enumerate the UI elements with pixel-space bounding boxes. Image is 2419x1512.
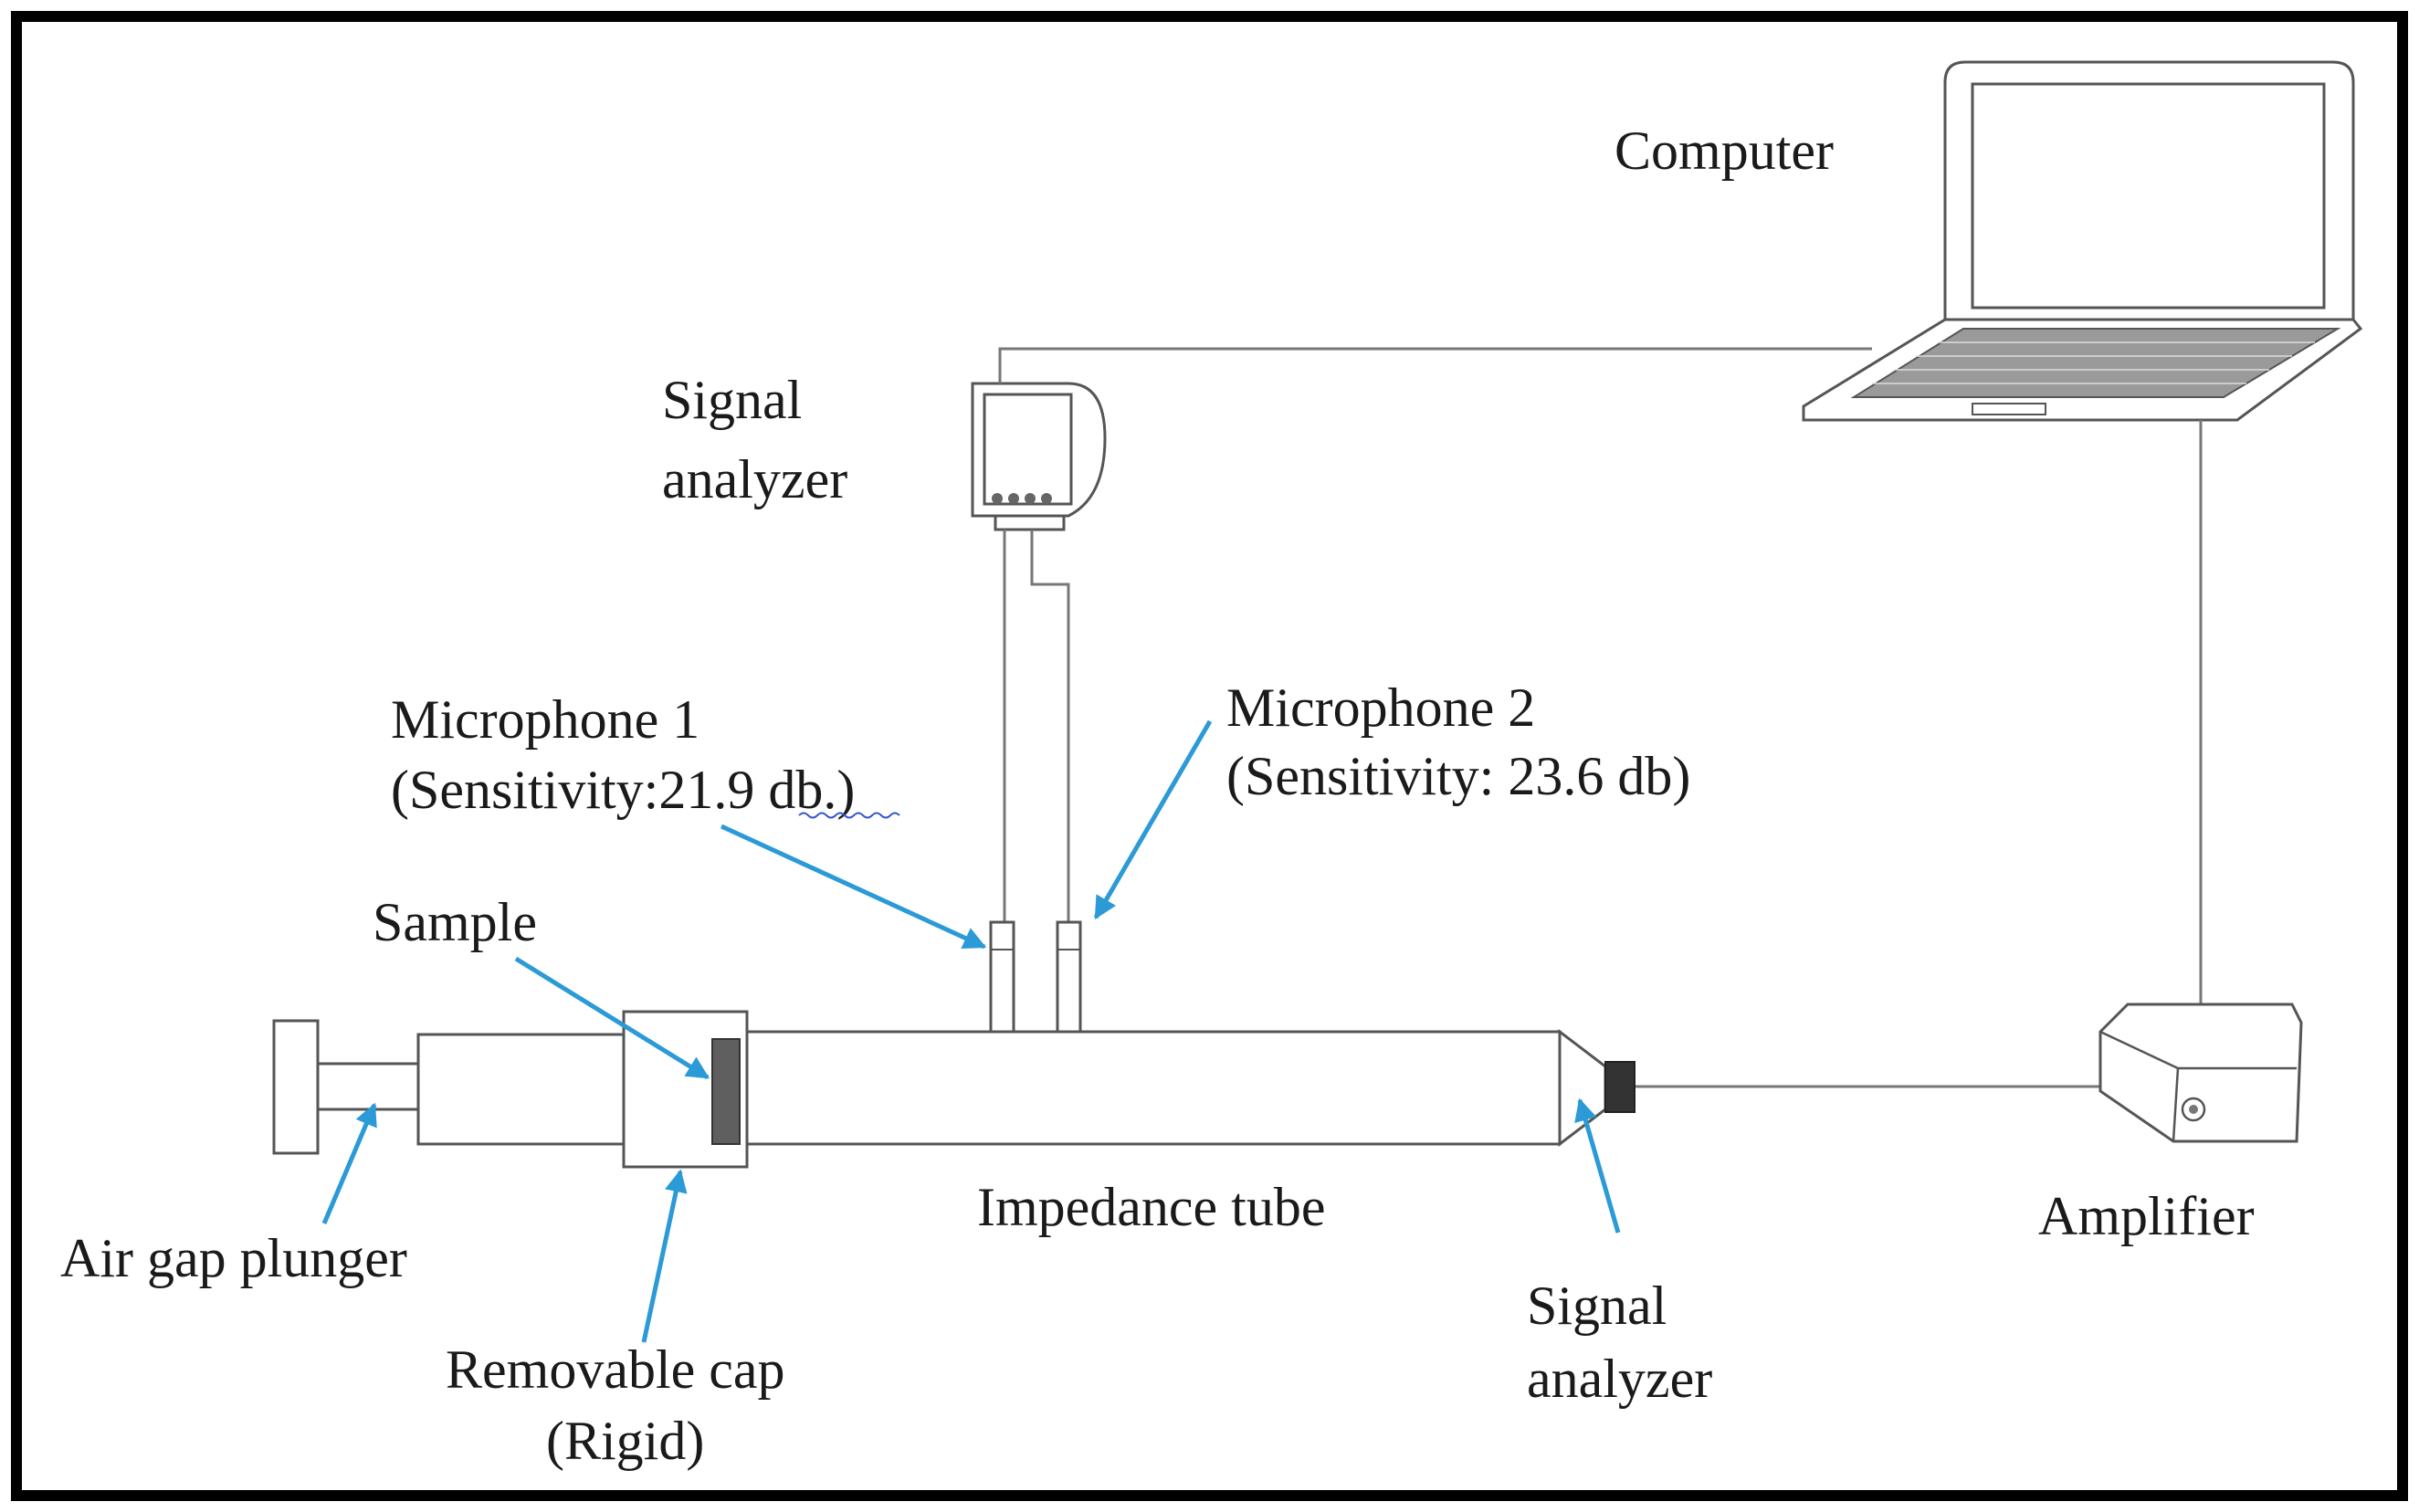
pointer-arrows	[321, 719, 1621, 1343]
removable-cap-label-line1: Removable cap	[446, 1339, 785, 1400]
signal-analyzer-bottom-label-line2: analyzer	[1527, 1349, 1712, 1409]
microphone-2-sensitivity: (Sensitivity: 23.6 db)	[1226, 746, 1690, 806]
connection-wires	[998, 347, 2203, 1088]
signal-analyzer-top-device	[971, 382, 1107, 531]
air-gap-plunger-label: Air gap plunger	[60, 1228, 407, 1288]
signal-analyzer-bottom-label-line1: Signal	[1527, 1276, 1667, 1336]
arrow-signal-analyzer-bottom	[1574, 1097, 1621, 1234]
microphone-1-sensitivity: (Sensitivity:21.9 db.)	[391, 760, 855, 820]
signal-analyzer-top-label-line2: analyzer	[662, 449, 847, 509]
arrow-removable-cap	[641, 1169, 688, 1343]
arrow-sample	[514, 956, 710, 1080]
impedance-tube-label: Impedance tube	[977, 1177, 1325, 1237]
spellcheck-squiggle	[798, 812, 900, 819]
arrow-air-gap-plunger	[321, 1102, 377, 1224]
amplifier-device	[2098, 1003, 2303, 1143]
signal-analyzer-top-label-line1: Signal	[662, 370, 802, 430]
microphone-2-label: Microphone 2	[1226, 677, 1535, 738]
amplifier-label: Amplifier	[2038, 1186, 2255, 1246]
computer-label: Computer	[1614, 121, 1834, 181]
microphone-2	[1056, 920, 1082, 1052]
arrow-microphone-2	[1093, 719, 1213, 920]
arrow-microphone-1	[720, 824, 987, 950]
removable-cap-label-line2: (Rigid)	[546, 1411, 704, 1471]
impedance-tube-assembly	[272, 1010, 1635, 1169]
microphone-1-label: Microphone 1	[391, 689, 699, 750]
sample-label: Sample	[373, 892, 537, 952]
computer-laptop	[1802, 60, 2363, 422]
